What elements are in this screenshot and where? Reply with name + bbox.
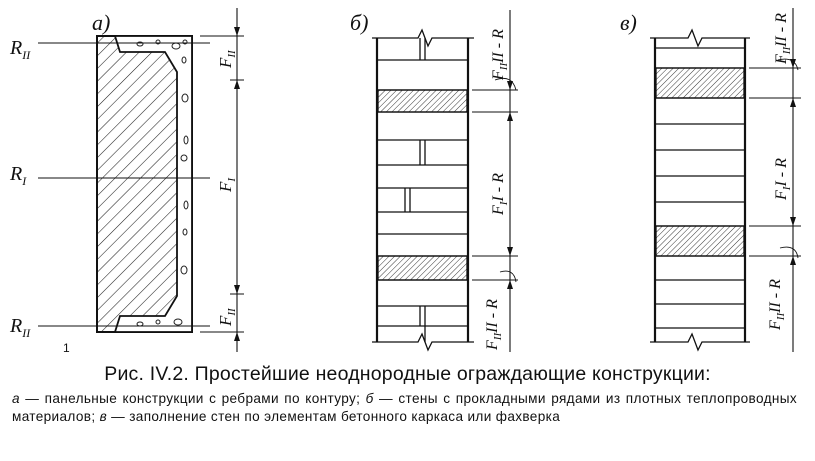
figure-drawing: а) RII RI RII (9, 8, 801, 355)
panel-a-letter: а) (92, 10, 110, 35)
panel-b-dense-layer-bottom (377, 255, 468, 281)
panel-c-frame-element-top (655, 67, 745, 99)
figure-caption: Рис. IV.2. Простейшие неоднородные ограж… (0, 362, 815, 425)
panel-c-break-bottom (650, 332, 750, 352)
caption-b-text: — стены с прокладными рядами из плотных … (12, 391, 797, 424)
panel-a-dimension-arrows (234, 27, 240, 341)
caption-a-text: — панельные конструкции с ребрами по кон… (19, 391, 366, 406)
panel-c-bottom-label: FIIII - R (767, 279, 787, 331)
panel-c-top-label: FIIII - R (773, 13, 793, 65)
panel-b-brick-courses (377, 38, 468, 342)
panel-b-break-bottom (372, 332, 474, 352)
caption-c-text: — заполнение стен по элементам бетонного… (107, 408, 561, 424)
r1-label: RI (9, 163, 27, 188)
caption-title: Рис. IV.2. Простейшие неоднородные ограж… (104, 363, 711, 385)
r2-bottom-label: RII (9, 315, 31, 340)
f1-label: FI (216, 177, 238, 193)
f2-bottom-label: FII (216, 307, 238, 327)
panel-c-break-top (650, 28, 750, 48)
panel-b-bottom-label: FIIII - R (484, 299, 504, 351)
panel-b-break-top (372, 28, 474, 48)
panel-b-mid-label: FII - R (490, 173, 510, 216)
panel-a-concrete-rib (113, 35, 193, 333)
panel-b-letter: б) (350, 10, 368, 35)
caption-text: а — панельные конструкции с ребрами по к… (0, 390, 815, 425)
panel-b: б) (350, 10, 518, 352)
caption-a-letter: а (12, 391, 20, 406)
f2-top-label: FII (216, 49, 238, 69)
panel-c-letter: в) (620, 10, 637, 35)
caption-b-letter: б (365, 391, 374, 406)
r2-top-label: RII (9, 37, 31, 62)
panel-b-dense-layer-top (377, 89, 468, 113)
panel-a-mark: 1 (63, 341, 70, 355)
panel-c-mid-label: FII - R (773, 158, 793, 201)
panel-b-top-label: FIIII - R (490, 29, 510, 81)
figure: а) RII RI RII (9, 8, 801, 355)
panel-a: а) RII RI RII (9, 8, 244, 355)
caption-c-letter: в (99, 408, 108, 424)
panel-c: в) FIIII (620, 8, 801, 352)
panel-c-frame-element-bottom (655, 225, 745, 257)
